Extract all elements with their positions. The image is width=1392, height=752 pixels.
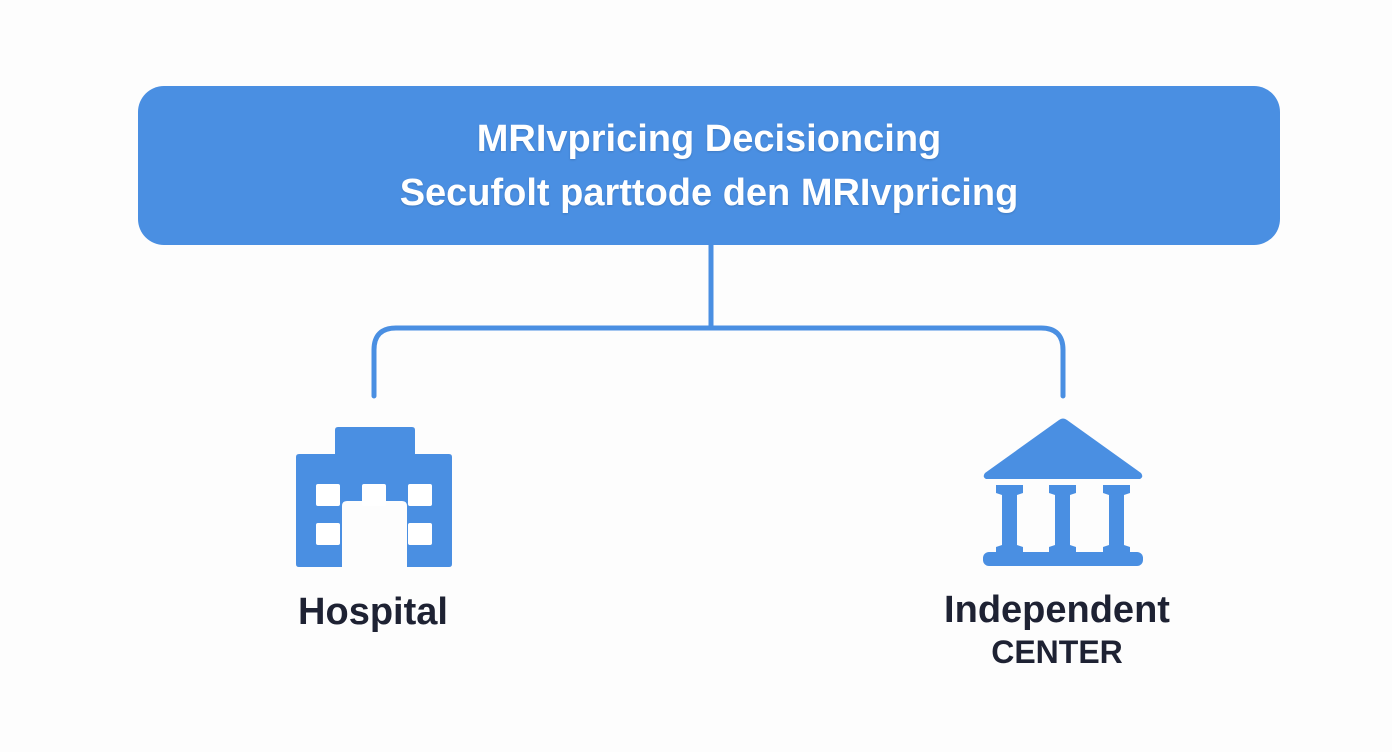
hospital-label: Hospital (298, 591, 448, 633)
node-hospital: Hospital (273, 590, 473, 634)
independent-label: Independent (944, 589, 1170, 631)
title-line-2: Secufolt parttode den MRIvpricing (399, 171, 1019, 214)
institution-columns-icon (983, 418, 1143, 566)
title-line-1: MRIvpricing Decisioncing (476, 117, 942, 160)
node-independent-center: Independent CENTER (907, 588, 1207, 672)
center-sublabel: CENTER (991, 634, 1123, 670)
title-box: MRIvpricing Decisioncing Secufolt partto… (138, 86, 1280, 245)
connector-branch (371, 325, 1066, 399)
hospital-building-icon (296, 427, 452, 567)
